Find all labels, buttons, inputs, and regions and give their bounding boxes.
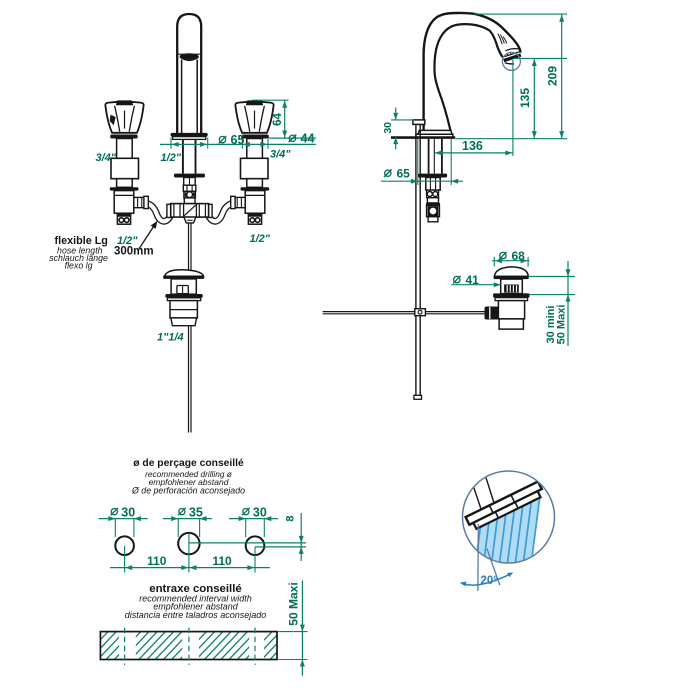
svg-text:50 Maxi: 50 Maxi — [287, 582, 301, 625]
svg-text:135: 135 — [518, 88, 532, 108]
svg-text:136: 136 — [462, 139, 483, 153]
svg-text:30: 30 — [253, 506, 267, 520]
svg-text:209: 209 — [546, 66, 560, 86]
svg-text:flexible Lg: flexible Lg — [55, 235, 108, 247]
svg-text:distancia entre taladros acons: distancia entre taladros aconsejado — [125, 610, 267, 620]
svg-text:300mm: 300mm — [114, 246, 154, 258]
svg-text:35: 35 — [189, 506, 203, 520]
svg-text:110: 110 — [212, 554, 232, 568]
svg-text:3/4": 3/4" — [96, 152, 117, 164]
svg-text:30: 30 — [382, 122, 394, 134]
svg-text:30 mini: 30 mini — [545, 306, 557, 344]
svg-text:68: 68 — [512, 249, 526, 263]
svg-text:empfohlener abstand: empfohlener abstand — [149, 477, 229, 487]
svg-text:20°: 20° — [481, 575, 499, 587]
svg-text:8: 8 — [285, 515, 297, 521]
svg-text:ø de perçage conseillé: ø de perçage conseillé — [133, 458, 244, 469]
svg-text:1/2": 1/2" — [161, 152, 182, 164]
svg-text:1/2": 1/2" — [250, 233, 271, 245]
svg-text:hose length: hose length — [57, 245, 103, 255]
svg-text:41: 41 — [466, 273, 480, 287]
svg-text:1/2": 1/2" — [117, 235, 138, 247]
svg-text:1"1/4: 1"1/4 — [157, 332, 184, 344]
svg-text:30: 30 — [121, 506, 135, 520]
svg-text:entraxe conseillé: entraxe conseillé — [149, 583, 241, 595]
svg-text:3/4": 3/4" — [270, 149, 291, 161]
svg-text:64: 64 — [272, 113, 284, 126]
svg-text:50 Maxi: 50 Maxi — [556, 305, 568, 345]
svg-text:110: 110 — [147, 554, 167, 568]
svg-text:Ø de perforación aconsejado: Ø de perforación aconsejado — [131, 485, 245, 495]
svg-text:65: 65 — [397, 167, 411, 181]
svg-text:44: 44 — [301, 131, 315, 145]
svg-text:schlauch länge: schlauch länge — [49, 253, 108, 263]
svg-text:flexo lg: flexo lg — [65, 260, 93, 270]
svg-text:empfohlener abstand: empfohlener abstand — [153, 602, 239, 612]
svg-text:recommended drilling ø: recommended drilling ø — [145, 469, 232, 479]
svg-text:65: 65 — [231, 133, 245, 147]
svg-text:recommended interval width: recommended interval width — [139, 594, 252, 604]
